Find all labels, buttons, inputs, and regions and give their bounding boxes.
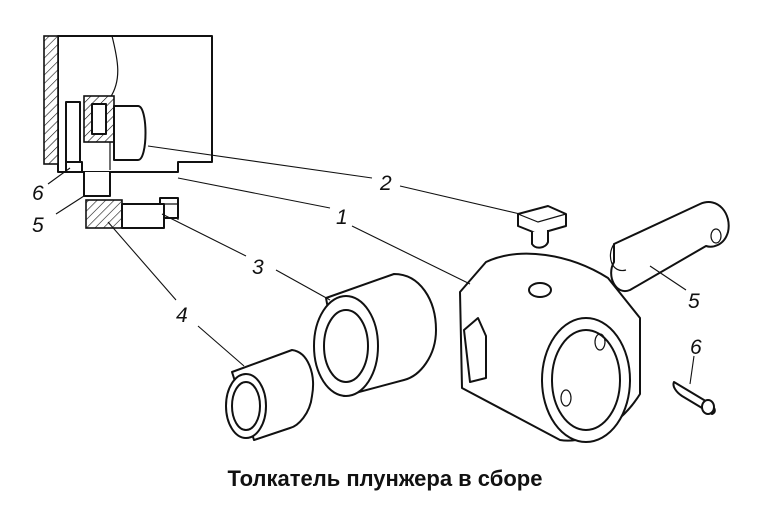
callout-4: 4: [176, 304, 188, 327]
callout-1: 1: [336, 206, 348, 229]
roller-part: [313, 273, 437, 397]
key-part: [517, 205, 567, 249]
callout-5-left: 5: [32, 214, 44, 237]
bushing-part: [225, 349, 314, 441]
section-view: [43, 35, 213, 229]
callout-5-right: 5: [688, 290, 700, 313]
callout-6-right: 6: [690, 336, 702, 359]
figure-caption: Толкатель плунжера в сборе: [227, 466, 543, 491]
callout-6-left: 6: [32, 182, 44, 205]
leader-lines: [47, 145, 695, 385]
axle-part: [609, 201, 730, 293]
pin-part: [672, 381, 716, 415]
callout-2: 2: [379, 172, 392, 195]
callout-3: 3: [252, 256, 264, 279]
pusher-body-part: [459, 252, 641, 443]
